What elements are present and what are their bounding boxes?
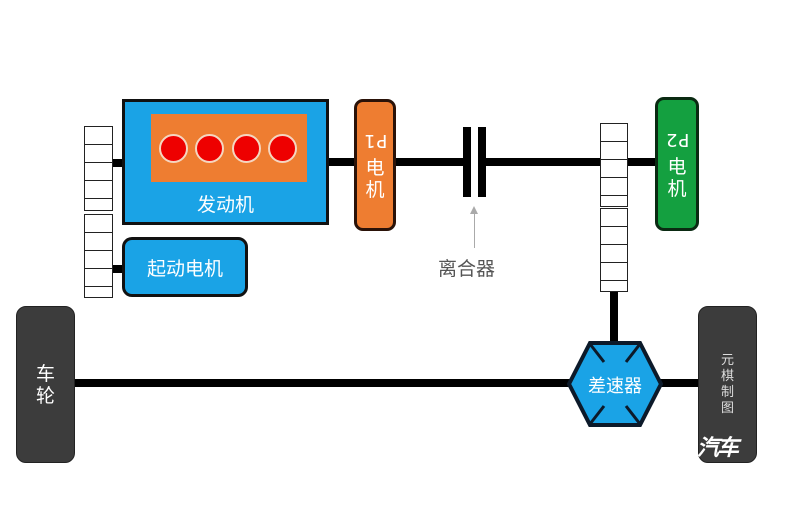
- differential-spoke: [624, 343, 642, 363]
- p2-motor-label-line1: 电: [667, 156, 687, 178]
- p1-motor-prefix: P1: [362, 130, 388, 151]
- wheel-left: 车 轮: [16, 306, 75, 463]
- watermark-logo: 汽车: [697, 436, 739, 461]
- gear-diff-shaft: [610, 290, 618, 346]
- clutch-plate-right: [478, 127, 486, 197]
- flywheel-gear-lower: [84, 214, 113, 298]
- engine: 发动机: [122, 99, 329, 225]
- clutch-label: 离合器: [438, 258, 496, 280]
- engine-left-shaft: [110, 159, 124, 167]
- differential-spoke: [624, 405, 642, 425]
- wheel-left-label-line2: 轮: [35, 384, 55, 407]
- wheel-left-label-line1: 车: [35, 362, 55, 385]
- cylinder: [195, 134, 224, 163]
- clutch-p2-shaft: [485, 158, 657, 166]
- wheel-right-label-line3: 制: [720, 384, 734, 400]
- wheel-right: 元 棋 制 图: [698, 306, 757, 463]
- axle-shaft: [74, 379, 700, 387]
- wheel-right-label-line4: 图: [720, 400, 734, 416]
- starter-motor-label: 起动电机: [146, 257, 223, 280]
- wheel-right-label-line1: 元: [720, 352, 734, 368]
- cylinder: [268, 134, 297, 163]
- clutch-arrow-line: [474, 212, 475, 248]
- engine-block: [151, 114, 307, 182]
- cylinder: [159, 134, 188, 163]
- p2-motor-label-line2: 机: [667, 178, 687, 200]
- p2-motor: P2 电 机: [655, 97, 699, 231]
- clutch-plate-left: [463, 127, 471, 197]
- transmission-gear-lower: [600, 208, 628, 292]
- transmission-gear-upper: [600, 123, 628, 207]
- starter-shaft: [110, 265, 124, 273]
- p1-clutch-shaft: [395, 158, 463, 166]
- differential: [566, 341, 664, 427]
- p1-motor-label-line2: 机: [365, 179, 385, 201]
- differential-label: 差速器: [588, 376, 642, 397]
- wheel-right-label-line2: 棋: [720, 368, 734, 384]
- differential-spoke: [588, 405, 606, 425]
- p1-motor: P1 电 机: [354, 99, 396, 231]
- clutch-arrow-head: [470, 206, 478, 214]
- engine-p1-shaft: [328, 158, 356, 166]
- flywheel-gear-upper: [84, 126, 113, 211]
- p2-motor-prefix: P2: [664, 129, 690, 150]
- differential-spoke: [588, 343, 606, 363]
- engine-label: 发动机: [196, 194, 254, 216]
- starter-motor: 起动电机: [122, 237, 248, 297]
- p1-motor-label-line1: 电: [365, 157, 385, 179]
- cylinder: [232, 134, 261, 163]
- differential-hexagon: [566, 341, 664, 427]
